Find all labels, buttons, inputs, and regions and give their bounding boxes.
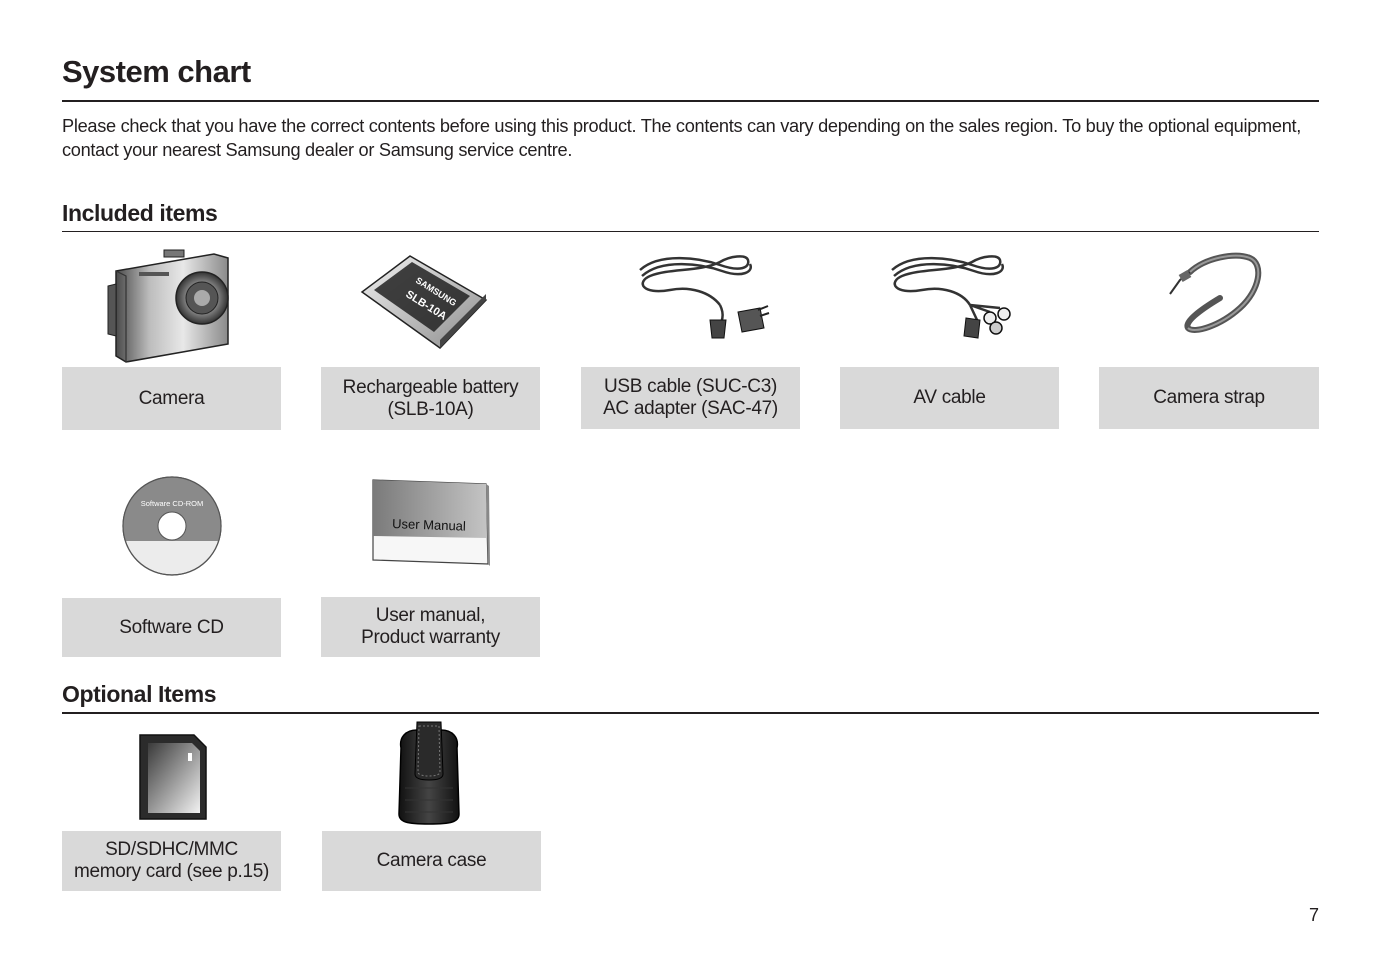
av-cable-label: AV cable bbox=[840, 367, 1059, 429]
usb-cable-adapter-label: USB cable (SUC-C3) AC adapter (SAC-47) bbox=[581, 367, 800, 429]
camera-icon bbox=[104, 246, 234, 369]
title-rule bbox=[62, 100, 1319, 102]
optional-items-rule bbox=[62, 712, 1319, 714]
label-line: USB cable (SUC-C3) bbox=[603, 376, 778, 397]
memory-card-icon bbox=[138, 733, 208, 826]
camera-case-icon bbox=[393, 718, 465, 831]
label-line: (SLB-10A) bbox=[387, 398, 474, 420]
label-line: memory card (see p.15) bbox=[73, 861, 270, 882]
label-line: Camera strap bbox=[1153, 387, 1265, 408]
label-line: AC adapter (SAC-47) bbox=[603, 398, 778, 419]
label-line: User manual, bbox=[375, 605, 486, 626]
label-line: Camera bbox=[138, 387, 205, 409]
optional-items-heading: Optional Items bbox=[62, 681, 217, 707]
camera-label: Camera bbox=[62, 367, 281, 430]
label-line: Product warranty bbox=[361, 627, 500, 648]
usb-cable-adapter-icon bbox=[630, 250, 770, 350]
software-cd-label: Software CD bbox=[62, 598, 281, 657]
manual-print: User Manual bbox=[392, 516, 466, 534]
camera-case-label: Camera case bbox=[322, 831, 541, 891]
label-line: Camera case bbox=[376, 850, 487, 871]
user-manual-label: User manual, Product warranty bbox=[321, 597, 540, 657]
included-items-rule bbox=[62, 231, 1319, 232]
cd-print: Software CD-ROM bbox=[141, 499, 204, 508]
battery-icon: SAMSUNG SLB-10A bbox=[360, 252, 488, 357]
av-cable-icon bbox=[882, 250, 1022, 350]
camera-strap-icon bbox=[1160, 250, 1265, 345]
intro-text: Please check that you have the correct c… bbox=[62, 116, 1302, 160]
battery-label: Rechargeable battery (SLB-10A) bbox=[321, 367, 540, 430]
user-manual-icon: User Manual bbox=[370, 476, 492, 573]
memory-card-label: SD/SDHC/MMC memory card (see p.15) bbox=[62, 831, 281, 891]
camera-strap-label: Camera strap bbox=[1099, 367, 1319, 429]
page-number: 7 bbox=[1308, 905, 1319, 925]
page-title: System chart bbox=[62, 54, 251, 89]
label-line: SD/SDHC/MMC bbox=[105, 839, 238, 860]
label-line: AV cable bbox=[913, 387, 986, 408]
label-line: Software CD bbox=[119, 616, 224, 638]
included-items-heading: Included items bbox=[62, 200, 218, 226]
label-line: Rechargeable battery bbox=[342, 376, 519, 398]
software-cd-icon: Software CD-ROM bbox=[121, 475, 223, 582]
